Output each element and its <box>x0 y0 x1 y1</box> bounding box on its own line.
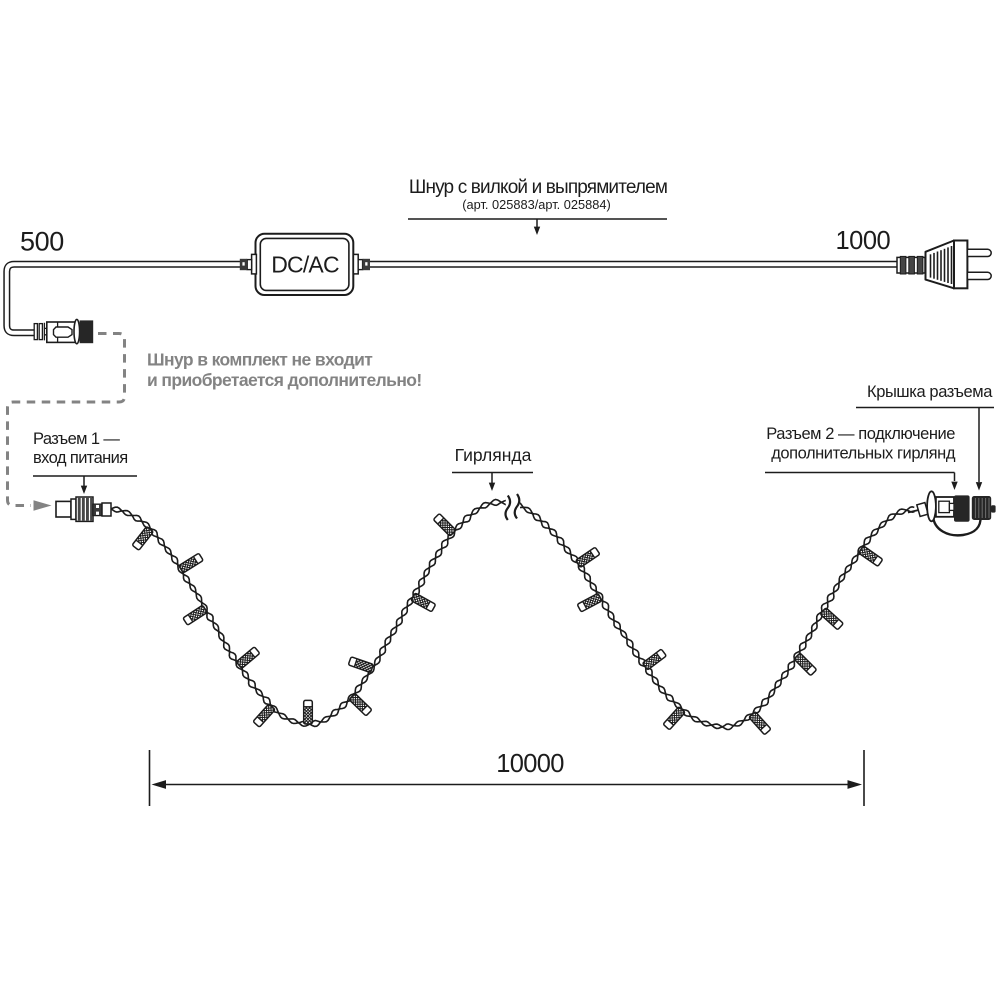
svg-text:500: 500 <box>20 227 64 257</box>
svg-text:Разъем 2 — подключение: Разъем 2 — подключение <box>766 425 955 443</box>
svg-text:Крышка разъема: Крышка разъема <box>867 383 993 401</box>
svg-text:Гирлянда: Гирлянда <box>455 445 532 465</box>
svg-text:и приобретается дополнительно!: и приобретается дополнительно! <box>147 370 422 390</box>
svg-text:10000: 10000 <box>496 750 564 778</box>
svg-text:(арт. 025883/арт. 025884): (арт. 025883/арт. 025884) <box>462 197 611 212</box>
svg-text:дополнительных гирлянд: дополнительных гирлянд <box>771 445 956 463</box>
svg-text:DC/AC: DC/AC <box>271 252 339 278</box>
svg-text:1000: 1000 <box>836 227 891 255</box>
svg-text:вход питания: вход питания <box>33 449 128 467</box>
svg-text:Шнур в комплект не входит: Шнур в комплект не входит <box>147 350 373 370</box>
svg-text:Шнур с вилкой и выпрямителем: Шнур с вилкой и выпрямителем <box>409 177 667 198</box>
svg-text:Разъем 1 —: Разъем 1 — <box>33 430 120 448</box>
